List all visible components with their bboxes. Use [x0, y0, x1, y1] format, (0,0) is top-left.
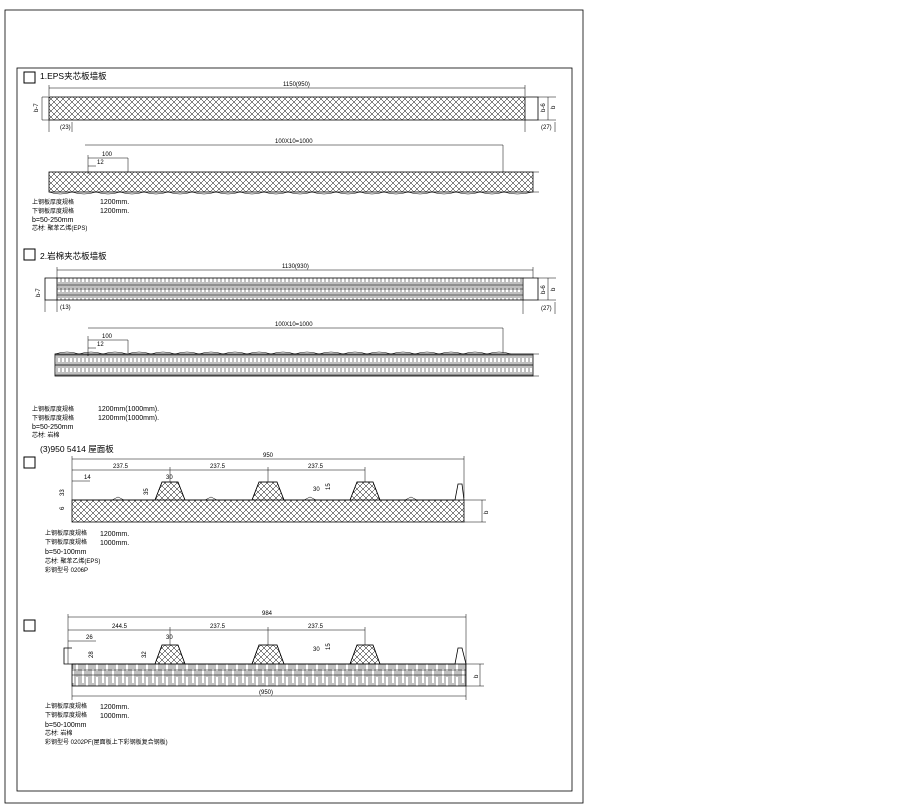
dim-100-2: 100	[102, 334, 113, 340]
dim-15-4: 15	[326, 643, 332, 650]
dim-total-2: 1130(930)	[282, 264, 309, 270]
roof-eps-core	[71, 499, 465, 523]
note-1-3: b=50-250mm	[32, 217, 74, 224]
note-3-5: 彩钢型号 0206P	[45, 566, 88, 574]
note-3-4: 芯材: 聚苯乙烯(EPS)	[45, 557, 100, 565]
dim-bottom-4: (950)	[259, 690, 273, 696]
section-eps-wall-panel: 1.EPS夹芯板墙板 1150(950) b-7 (23) b-6 b (27)…	[23, 71, 557, 232]
left-height-1: b-7	[34, 103, 40, 112]
dim-33-3: 33	[60, 489, 66, 496]
right-b-3: b	[484, 510, 490, 514]
dim-100-1: 100	[102, 152, 113, 158]
right-b-4: b	[474, 674, 480, 678]
note-3-1: 上钢板厚度规格	[45, 529, 87, 537]
note-2-4: 芯材: 岩棉	[32, 431, 59, 439]
left-height-2: b-7	[36, 288, 42, 297]
note-2-1: 上钢板厚度规格	[32, 405, 74, 413]
dim-35-3: 35	[144, 488, 150, 495]
right-height-1: b-6	[541, 103, 547, 112]
note-2-2: 下钢板厚度规格	[32, 414, 74, 422]
dim-3-b: 237.5	[210, 464, 226, 470]
dim-6-3: 6	[60, 506, 66, 510]
right-b-2: b	[551, 287, 557, 291]
note-3-2: 下钢板厚度规格	[45, 538, 87, 546]
dim-top-2: 100X10=1000	[275, 322, 313, 328]
note-4-5: 彩钢型号 0202PF(屋面板上下彩钢板复合钢板)	[45, 738, 168, 746]
dim-30b-4: 30	[313, 647, 320, 653]
section-984-roof-panel: 984 244.5 237.5 237.5 26 30 30 32 28 15 …	[23, 611, 484, 746]
note-1-2: 下钢板厚度规格	[32, 207, 74, 215]
note-2-2-value: 1200mm(1000mm).	[98, 415, 159, 422]
note-4-3: b=50-100mm	[45, 722, 87, 729]
dim-15-3: 15	[326, 483, 332, 490]
right-height-2: b-6	[541, 285, 547, 294]
dim-30b-3: 30	[313, 487, 320, 493]
note-4-2-value: 1000mm.	[100, 713, 129, 720]
note-4-1: 上钢板厚度规格	[45, 702, 87, 710]
section-2-title: 2.岩棉夹芯板墙板	[40, 251, 107, 261]
section-rockwool-wall-panel: 2.岩棉夹芯板墙板 1130(930) b-7 (13) b-6 b (27) …	[23, 248, 557, 439]
dim-30-4: 30	[166, 635, 173, 641]
note-3-2-value: 1000mm.	[100, 540, 129, 547]
note-4-1-value: 1200mm.	[100, 704, 129, 711]
note-4-4: 芯材: 岩棉	[45, 729, 72, 737]
dim-32-4: 32	[142, 651, 148, 658]
right-edge-1: (27)	[541, 125, 552, 131]
note-3-3: b=50-100mm	[45, 549, 87, 556]
section-2-marker	[23, 248, 36, 261]
note-1-1: 上钢板厚度规格	[32, 198, 74, 206]
inner-frame	[16, 67, 573, 792]
dim-14-3: 14	[84, 475, 91, 481]
note-1-1-value: 1200mm.	[100, 199, 129, 206]
section-3-marker	[23, 456, 36, 469]
eps-panel-section	[48, 96, 526, 121]
dim-30-3: 30	[166, 475, 173, 481]
note-3-1-value: 1200mm.	[100, 531, 129, 538]
note-2-1-value: 1200mm(1000mm).	[98, 406, 159, 413]
note-1-2-value: 1200mm.	[100, 208, 129, 215]
section-950-roof-panel: (3)950 5414 屋面板 950 237.5 237.5 237.5 14…	[23, 444, 490, 574]
dim-total-1: 1150(950)	[283, 82, 310, 88]
eps-panel-profile	[48, 171, 534, 193]
dim-top-1: 100X10=1000	[275, 139, 313, 145]
section-1-marker	[23, 71, 36, 84]
right-edge-2: (27)	[541, 306, 552, 312]
section-1-title: 1.EPS夹芯板墙板	[40, 71, 107, 81]
left-edge-1: (23)	[60, 125, 71, 131]
dim-4-b: 237.5	[210, 624, 226, 630]
outer-frame	[4, 9, 584, 804]
dim-26-4: 26	[86, 635, 93, 641]
section-4-marker	[23, 619, 36, 632]
section-3-title: (3)950 5414 屋面板	[40, 444, 114, 454]
dim-4-c: 237.5	[308, 624, 324, 630]
dim-total-4: 984	[262, 611, 273, 617]
dim-3-a: 237.5	[113, 464, 129, 470]
right-b-1: b	[551, 105, 557, 109]
dim-28-4: 28	[89, 651, 95, 658]
dim-3-c: 237.5	[308, 464, 324, 470]
dim-total-3: 950	[263, 453, 274, 459]
left-edge-2: (13)	[60, 305, 71, 311]
note-4-2: 下钢板厚度规格	[45, 711, 87, 719]
dim-4-a: 244.5	[112, 624, 128, 630]
dim-12-1: 12	[97, 160, 104, 166]
dim-12-2: 12	[97, 342, 104, 348]
note-1-4: 芯材: 聚苯乙烯(EPS)	[32, 224, 87, 232]
note-2-3: b=50-250mm	[32, 424, 74, 431]
